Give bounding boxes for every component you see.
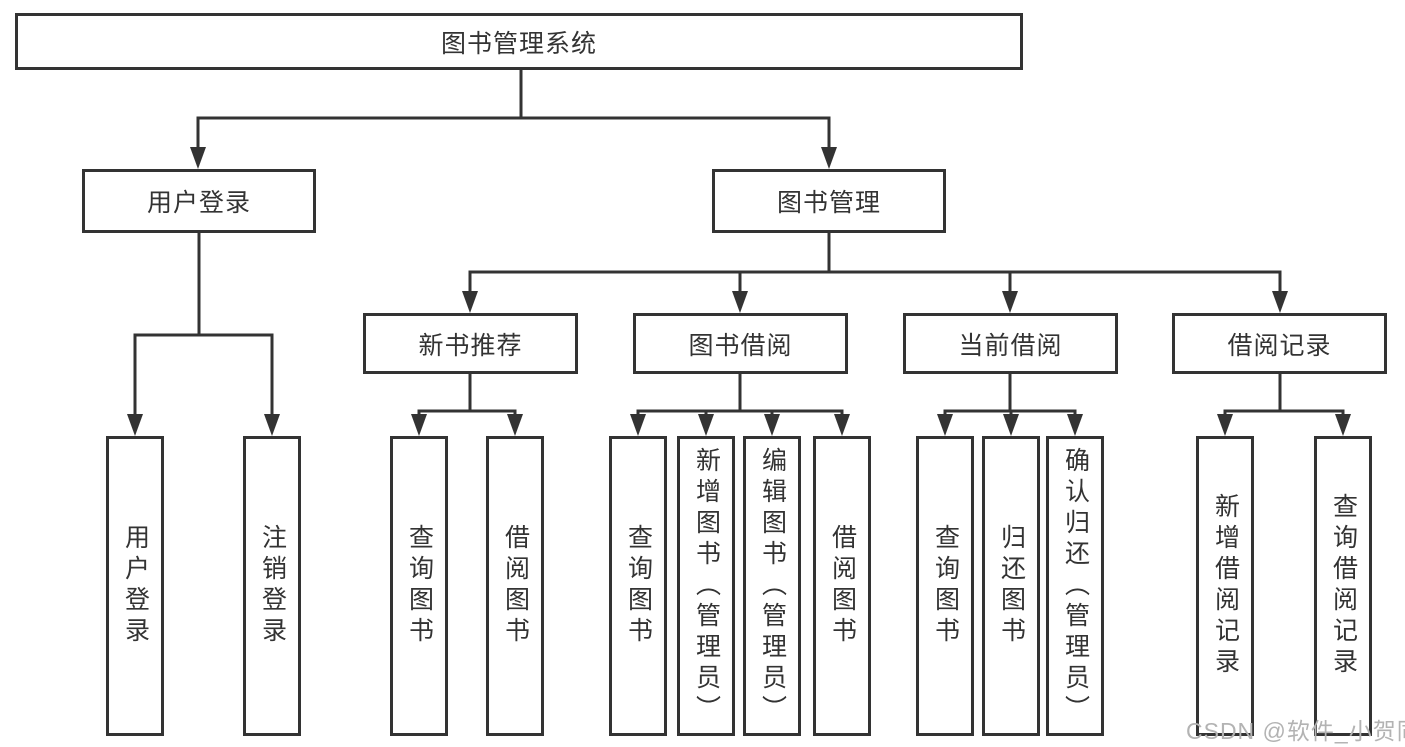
node-root-system: 图书管理系统	[15, 13, 1023, 70]
arrow-down-icon	[937, 414, 953, 436]
connector-book-borrowing	[636, 372, 844, 418]
arrow-down-icon	[732, 291, 748, 313]
leaf-borrow-book-label: 借阅图书	[828, 524, 857, 648]
arrow-down-icon	[127, 414, 143, 436]
connector-borrowing-records	[1223, 372, 1345, 418]
leaf-query-book-borrowing-label: 查询图书	[624, 524, 653, 648]
connector-book-management	[468, 231, 1282, 295]
leaf-add-book-admin-label: 新增图书（管理员）	[692, 446, 721, 726]
arrow-down-icon	[821, 147, 837, 169]
leaf-return-book: 归还图书	[982, 436, 1040, 736]
arrow-down-icon	[462, 291, 478, 313]
leaf-borrow-book: 借阅图书	[813, 436, 871, 736]
arrow-down-icon	[630, 414, 646, 436]
node-book-borrowing-label: 图书借阅	[688, 331, 793, 360]
leaf-query-borrow-record: 查询借阅记录	[1314, 436, 1372, 736]
node-current-borrowing: 当前借阅	[903, 313, 1118, 374]
node-book-management-label: 图书管理	[776, 189, 881, 217]
leaf-borrow-book-recommend: 借阅图书	[486, 436, 544, 736]
leaf-query-book-current-label: 查询图书	[931, 524, 960, 648]
arrow-down-icon	[190, 147, 206, 169]
leaf-add-book-admin: 新增图书（管理员）	[677, 436, 735, 736]
arrow-down-icon	[1002, 291, 1018, 313]
leaf-query-book-recommend-label: 查询图书	[405, 524, 434, 648]
arrow-down-icon	[698, 414, 714, 436]
leaf-edit-book-admin: 编辑图书（管理员）	[743, 436, 801, 736]
leaf-user-login-label: 用户登录	[121, 524, 150, 648]
leaf-logout: 注销登录	[243, 436, 301, 736]
arrow-down-icon	[1067, 414, 1083, 436]
leaf-confirm-return-admin-label: 确认归还（管理员）	[1061, 446, 1090, 726]
leaf-return-book-label: 归还图书	[997, 524, 1026, 648]
leaf-query-book-recommend: 查询图书	[390, 436, 448, 736]
connector-user-login	[133, 231, 274, 418]
arrow-down-icon	[1217, 414, 1233, 436]
leaf-query-borrow-record-label: 查询借阅记录	[1329, 493, 1358, 679]
arrowheads	[127, 147, 1351, 436]
leaf-user-login: 用户登录	[106, 436, 164, 736]
node-new-book-recommend: 新书推荐	[363, 313, 578, 374]
csdn-watermark: CSDN @软件_小贺同学	[1186, 718, 1405, 744]
arrow-down-icon	[1335, 414, 1351, 436]
leaf-confirm-return-admin: 确认归还（管理员）	[1046, 436, 1104, 736]
arrow-down-icon	[507, 414, 523, 436]
leaf-add-borrow-record-label: 新增借阅记录	[1211, 493, 1240, 679]
arrow-down-icon	[834, 414, 850, 436]
leaf-edit-book-admin-label: 编辑图书（管理员）	[758, 446, 787, 726]
connector-root	[196, 68, 831, 152]
leaf-add-borrow-record: 新增借阅记录	[1196, 436, 1254, 736]
arrow-down-icon	[1003, 414, 1019, 436]
leaf-query-book-borrowing: 查询图书	[609, 436, 667, 736]
leaf-borrow-book-recommend-label: 借阅图书	[501, 524, 530, 648]
arrow-down-icon	[411, 414, 427, 436]
leaf-query-book-current: 查询图书	[916, 436, 974, 736]
node-book-borrowing: 图书借阅	[633, 313, 848, 374]
arrow-down-icon	[264, 414, 280, 436]
node-root-system-label: 图书管理系统	[440, 29, 597, 58]
node-borrowing-records: 借阅记录	[1172, 313, 1387, 374]
arrow-down-icon	[764, 414, 780, 436]
connector-current-borrowing	[943, 372, 1077, 418]
node-new-book-recommend-label: 新书推荐	[418, 331, 523, 360]
node-user-login: 用户登录	[82, 169, 316, 233]
arrow-down-icon	[1272, 291, 1288, 313]
node-borrowing-records-label: 借阅记录	[1227, 331, 1332, 360]
node-current-borrowing-label: 当前借阅	[958, 331, 1063, 360]
node-user-login-label: 用户登录	[146, 189, 251, 217]
leaf-logout-label: 注销登录	[258, 524, 287, 648]
connector-new-book	[417, 372, 517, 418]
node-book-management: 图书管理	[712, 169, 946, 233]
